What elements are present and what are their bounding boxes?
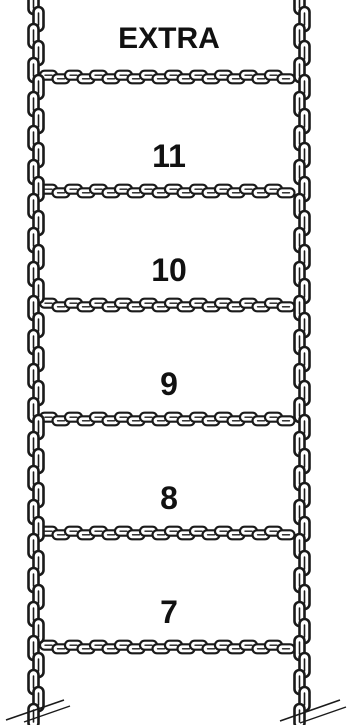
rung-chain-3 [38,296,300,314]
rung-chain-6 [38,638,300,656]
step-label-7: 7 [36,596,302,628]
rung-chain-4 [38,410,300,428]
step-label-extra: EXTRA [36,24,302,54]
rung-chain-5 [38,524,300,542]
step-label-8: 8 [36,482,302,514]
step-label-10: 10 [36,254,302,286]
rung-chain-1 [38,68,300,86]
step-label-9: 9 [36,368,302,400]
step-label-11: 11 [36,140,302,172]
rung-chain-2 [38,182,300,200]
